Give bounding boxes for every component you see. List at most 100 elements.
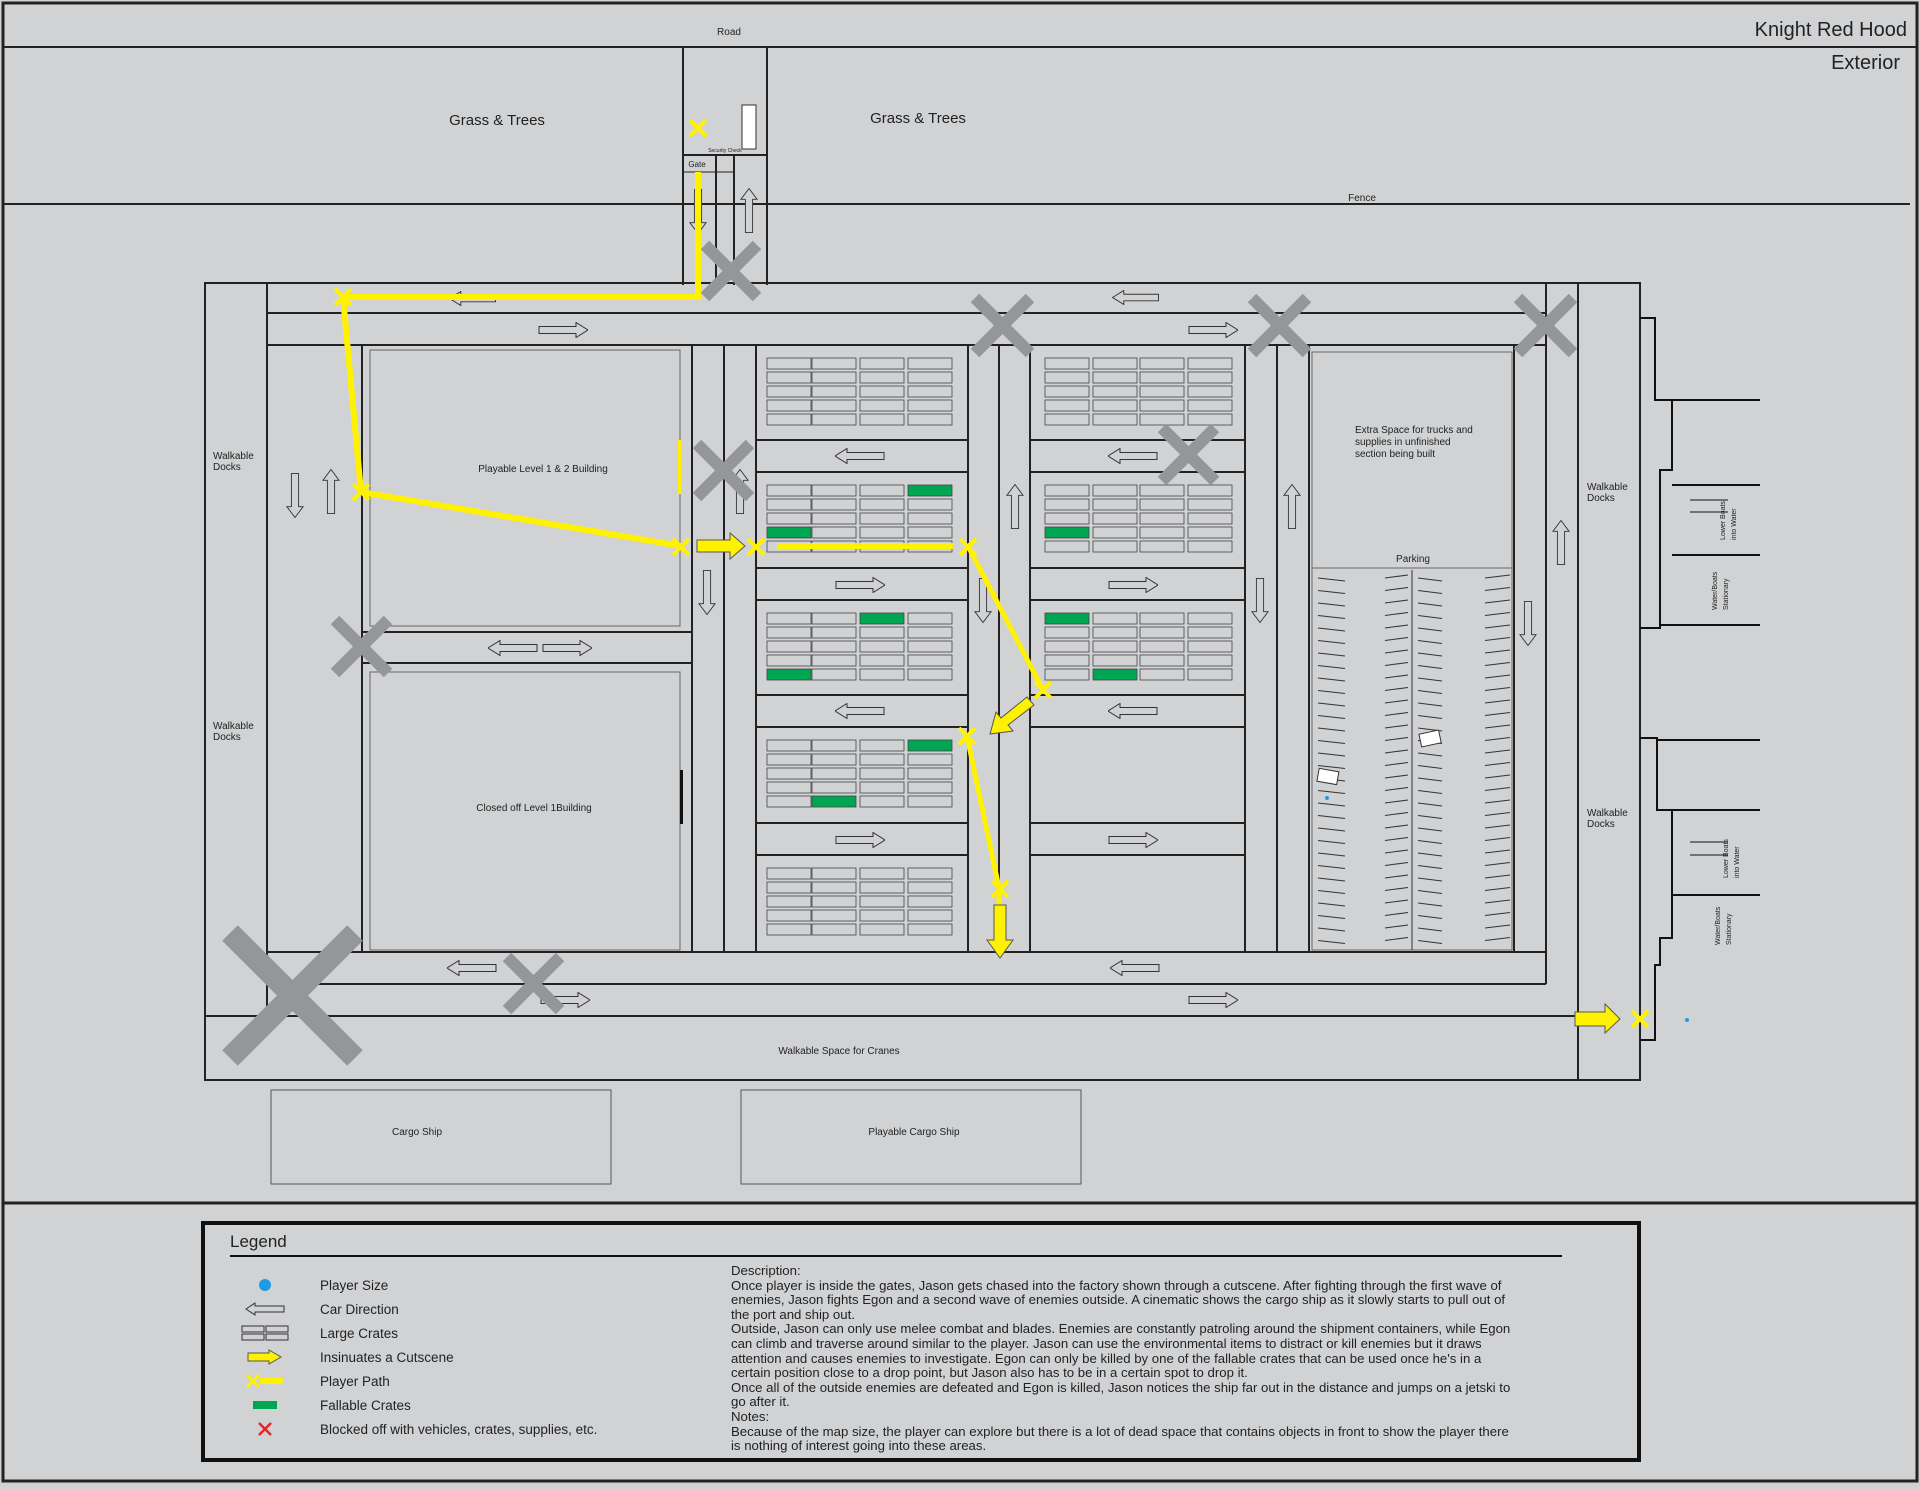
compound-walls xyxy=(204,282,1641,1081)
parking-stall-line xyxy=(1417,590,1443,594)
large-crate xyxy=(766,385,812,398)
large-crate xyxy=(907,357,953,370)
large-crate xyxy=(907,668,953,681)
car-direction-arrow xyxy=(698,569,716,615)
parking-stall-line xyxy=(1384,862,1409,866)
fallable-crate xyxy=(907,739,953,752)
parking-stall-line xyxy=(1384,787,1409,791)
large-crate xyxy=(1044,512,1090,525)
parking-stall-line xyxy=(1417,877,1443,882)
large-crates-icon xyxy=(215,1323,315,1343)
large-crate xyxy=(811,767,857,780)
large-crate xyxy=(811,895,857,908)
large-crate xyxy=(1139,526,1185,539)
parking-stall-line xyxy=(1317,852,1346,857)
parking-stall-line xyxy=(1317,927,1346,932)
playable-cargo-ship xyxy=(740,1089,1082,1185)
legend-item: Player Path xyxy=(215,1371,635,1391)
large-crate xyxy=(1092,640,1138,653)
car-direction-arrow xyxy=(447,960,497,976)
large-crate xyxy=(1092,357,1138,370)
player-path-icon xyxy=(215,1371,315,1391)
large-crate xyxy=(766,640,812,653)
parking-stall-line xyxy=(1384,737,1409,741)
cutscene-arrows xyxy=(696,531,1621,1035)
parking-stall-line xyxy=(1317,765,1346,769)
large-crate xyxy=(859,626,905,639)
large-crate xyxy=(907,867,953,880)
large-crate xyxy=(1092,413,1138,426)
parking-stall-line xyxy=(1417,902,1443,907)
legend-label: Insinuates a Cutscene xyxy=(320,1349,454,1365)
fallable-crate xyxy=(1092,668,1138,681)
closed-building-label: Closed off Level 1Building xyxy=(476,803,591,814)
large-crate xyxy=(1187,357,1233,370)
parking-stall-line xyxy=(1417,577,1443,582)
car-direction-arrow xyxy=(488,640,538,656)
parking-stall-line xyxy=(1417,765,1443,769)
parking-stall-line xyxy=(1317,652,1346,657)
parking-stall-line xyxy=(1417,715,1443,719)
large-crate xyxy=(766,767,812,780)
blocked-x-icon xyxy=(1247,293,1312,358)
parked-truck xyxy=(1418,729,1442,748)
large-crate xyxy=(907,371,953,384)
car-direction-arrow xyxy=(1006,484,1024,530)
large-crate xyxy=(1044,399,1090,412)
large-crate xyxy=(1139,626,1185,639)
parking-stall-line xyxy=(1417,752,1443,757)
large-crate xyxy=(766,512,812,525)
large-crate xyxy=(907,385,953,398)
large-crate xyxy=(1187,654,1233,667)
parking-stall-line xyxy=(1384,849,1409,854)
large-crate xyxy=(907,413,953,426)
large-crate xyxy=(1187,540,1233,553)
parking-stall-line xyxy=(1484,587,1511,591)
large-crate xyxy=(1092,484,1138,497)
large-crate xyxy=(766,867,812,880)
blocked-x-icon xyxy=(1513,293,1578,358)
fallable-crate-icon xyxy=(215,1395,315,1415)
large-crate xyxy=(859,654,905,667)
fallable-crate xyxy=(1044,612,1090,625)
large-crate xyxy=(1092,540,1138,553)
large-crate xyxy=(766,895,812,908)
parking-stall-line xyxy=(1484,674,1511,679)
large-crate xyxy=(766,498,812,511)
large-crate xyxy=(811,498,857,511)
large-crate xyxy=(1139,612,1185,625)
parking-stall-line xyxy=(1417,627,1443,632)
large-crate xyxy=(907,881,953,894)
large-crate xyxy=(1139,540,1185,553)
parking-stall-line xyxy=(1417,602,1443,607)
large-crate xyxy=(811,357,857,370)
path-waypoint-icon xyxy=(990,879,1010,899)
large-crate xyxy=(766,753,812,766)
parking-stall-line xyxy=(1417,865,1443,869)
large-crate xyxy=(811,399,857,412)
large-crate xyxy=(811,612,857,625)
parking-stall-line xyxy=(1384,937,1409,941)
large-crate xyxy=(1139,640,1185,653)
large-crate xyxy=(859,781,905,794)
path-waypoint-icon xyxy=(688,118,708,138)
legend-label: Car Direction xyxy=(320,1301,399,1317)
parking-stall-line xyxy=(1484,612,1511,616)
parking-stall-line xyxy=(1484,574,1511,579)
large-crate xyxy=(907,795,953,808)
parking-stall-line xyxy=(1317,840,1346,844)
parking-stall-line xyxy=(1384,812,1409,816)
large-crate xyxy=(1139,385,1185,398)
path-waypoints xyxy=(333,118,1650,1029)
large-crate xyxy=(859,640,905,653)
large-crate xyxy=(1139,484,1185,497)
blocked-x-icon xyxy=(502,952,565,1015)
parking-stall-line xyxy=(1384,912,1409,916)
parking-stall-line xyxy=(1417,940,1443,944)
large-crate xyxy=(907,753,953,766)
parking-stall-line xyxy=(1484,699,1511,704)
parking-stall-line xyxy=(1384,574,1409,579)
